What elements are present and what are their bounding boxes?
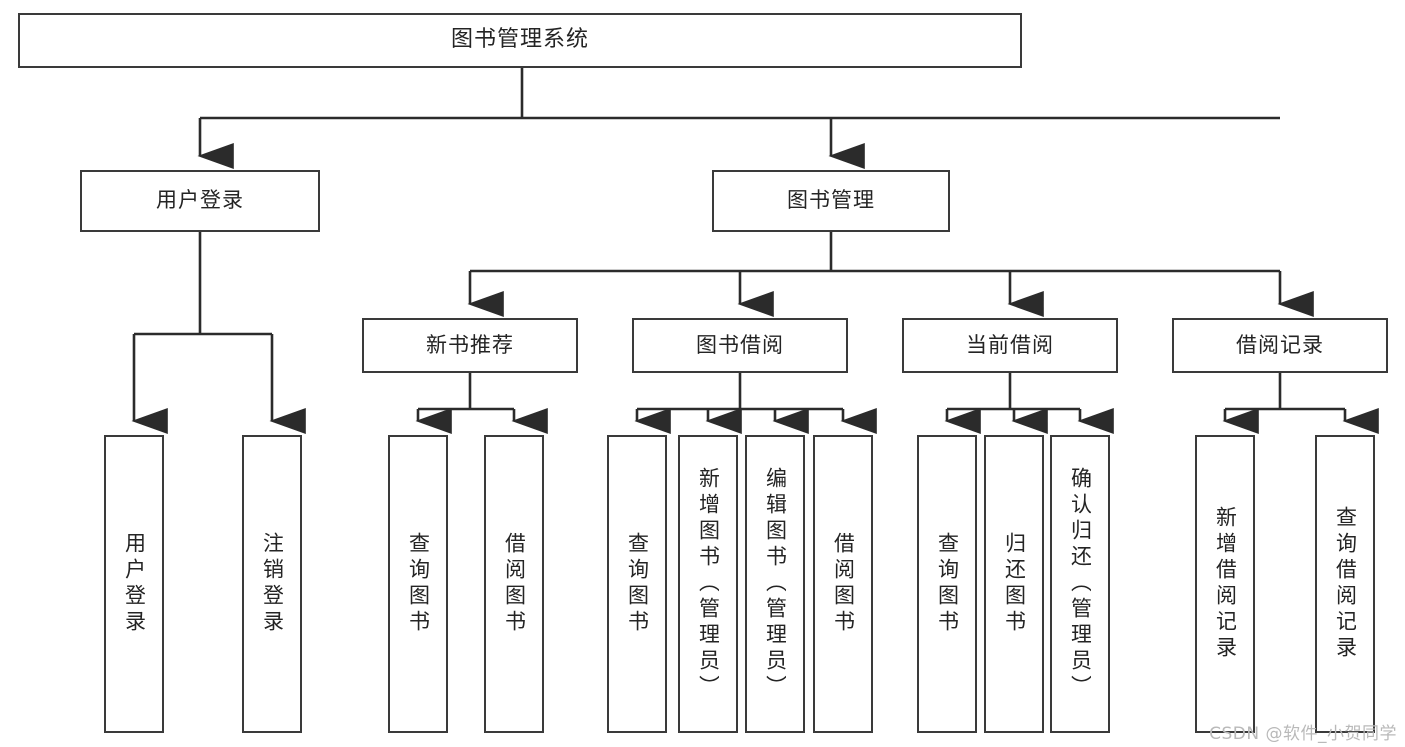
node-label: 用户登录 — [156, 188, 244, 213]
node-label: 查询图书 — [936, 532, 958, 636]
leaf-borrow-books-borrowing[interactable]: 借阅图书 — [813, 435, 873, 733]
node-label: 借阅记录 — [1236, 332, 1324, 357]
node-user-login[interactable]: 用户登录 — [80, 170, 320, 232]
node-label: 图书管理系统 — [450, 27, 589, 53]
leaf-add-borrow-record[interactable]: 新增借阅记录 — [1195, 435, 1255, 733]
node-label: 借阅图书 — [832, 532, 854, 636]
node-new-book-recommendation[interactable]: 新书推荐 — [362, 318, 578, 373]
leaf-user-login[interactable]: 用户登录 — [104, 435, 164, 733]
node-book-management[interactable]: 图书管理 — [712, 170, 950, 232]
node-label: 查询图书 — [407, 532, 429, 636]
leaf-query-books-recommendation[interactable]: 查询图书 — [388, 435, 448, 733]
node-borrowing-records[interactable]: 借阅记录 — [1172, 318, 1388, 373]
node-label: 新增借阅记录 — [1214, 506, 1236, 662]
node-label: 新增图书（管理员） — [697, 467, 719, 701]
leaf-query-books-borrowing[interactable]: 查询图书 — [607, 435, 667, 733]
node-label: 注销登录 — [261, 532, 283, 636]
node-root-library-management-system[interactable]: 图书管理系统 — [18, 13, 1022, 68]
node-book-borrowing[interactable]: 图书借阅 — [632, 318, 848, 373]
node-label: 查询借阅记录 — [1334, 506, 1356, 662]
leaf-confirm-return-admin[interactable]: 确认归还（管理员） — [1050, 435, 1110, 733]
node-label: 图书借阅 — [696, 332, 784, 357]
watermark: CSDN @软件_小贺同学 — [1209, 724, 1397, 744]
node-label: 图书管理 — [787, 188, 875, 213]
leaf-query-borrow-record[interactable]: 查询借阅记录 — [1315, 435, 1375, 733]
leaf-borrow-books-recommendation[interactable]: 借阅图书 — [484, 435, 544, 733]
node-label: 借阅图书 — [503, 532, 525, 636]
node-label: 新书推荐 — [426, 332, 514, 357]
node-label: 确认归还（管理员） — [1069, 467, 1091, 701]
node-label: 归还图书 — [1003, 532, 1025, 636]
leaf-add-book-admin[interactable]: 新增图书（管理员） — [678, 435, 738, 733]
node-label: 查询图书 — [626, 532, 648, 636]
leaf-edit-book-admin[interactable]: 编辑图书（管理员） — [745, 435, 805, 733]
node-label: 当前借阅 — [966, 332, 1054, 357]
leaf-logout[interactable]: 注销登录 — [242, 435, 302, 733]
node-label: 用户登录 — [123, 532, 145, 636]
leaf-return-books[interactable]: 归还图书 — [984, 435, 1044, 733]
leaf-query-books-current[interactable]: 查询图书 — [917, 435, 977, 733]
node-label: 编辑图书（管理员） — [764, 467, 786, 701]
node-current-borrowing[interactable]: 当前借阅 — [902, 318, 1118, 373]
